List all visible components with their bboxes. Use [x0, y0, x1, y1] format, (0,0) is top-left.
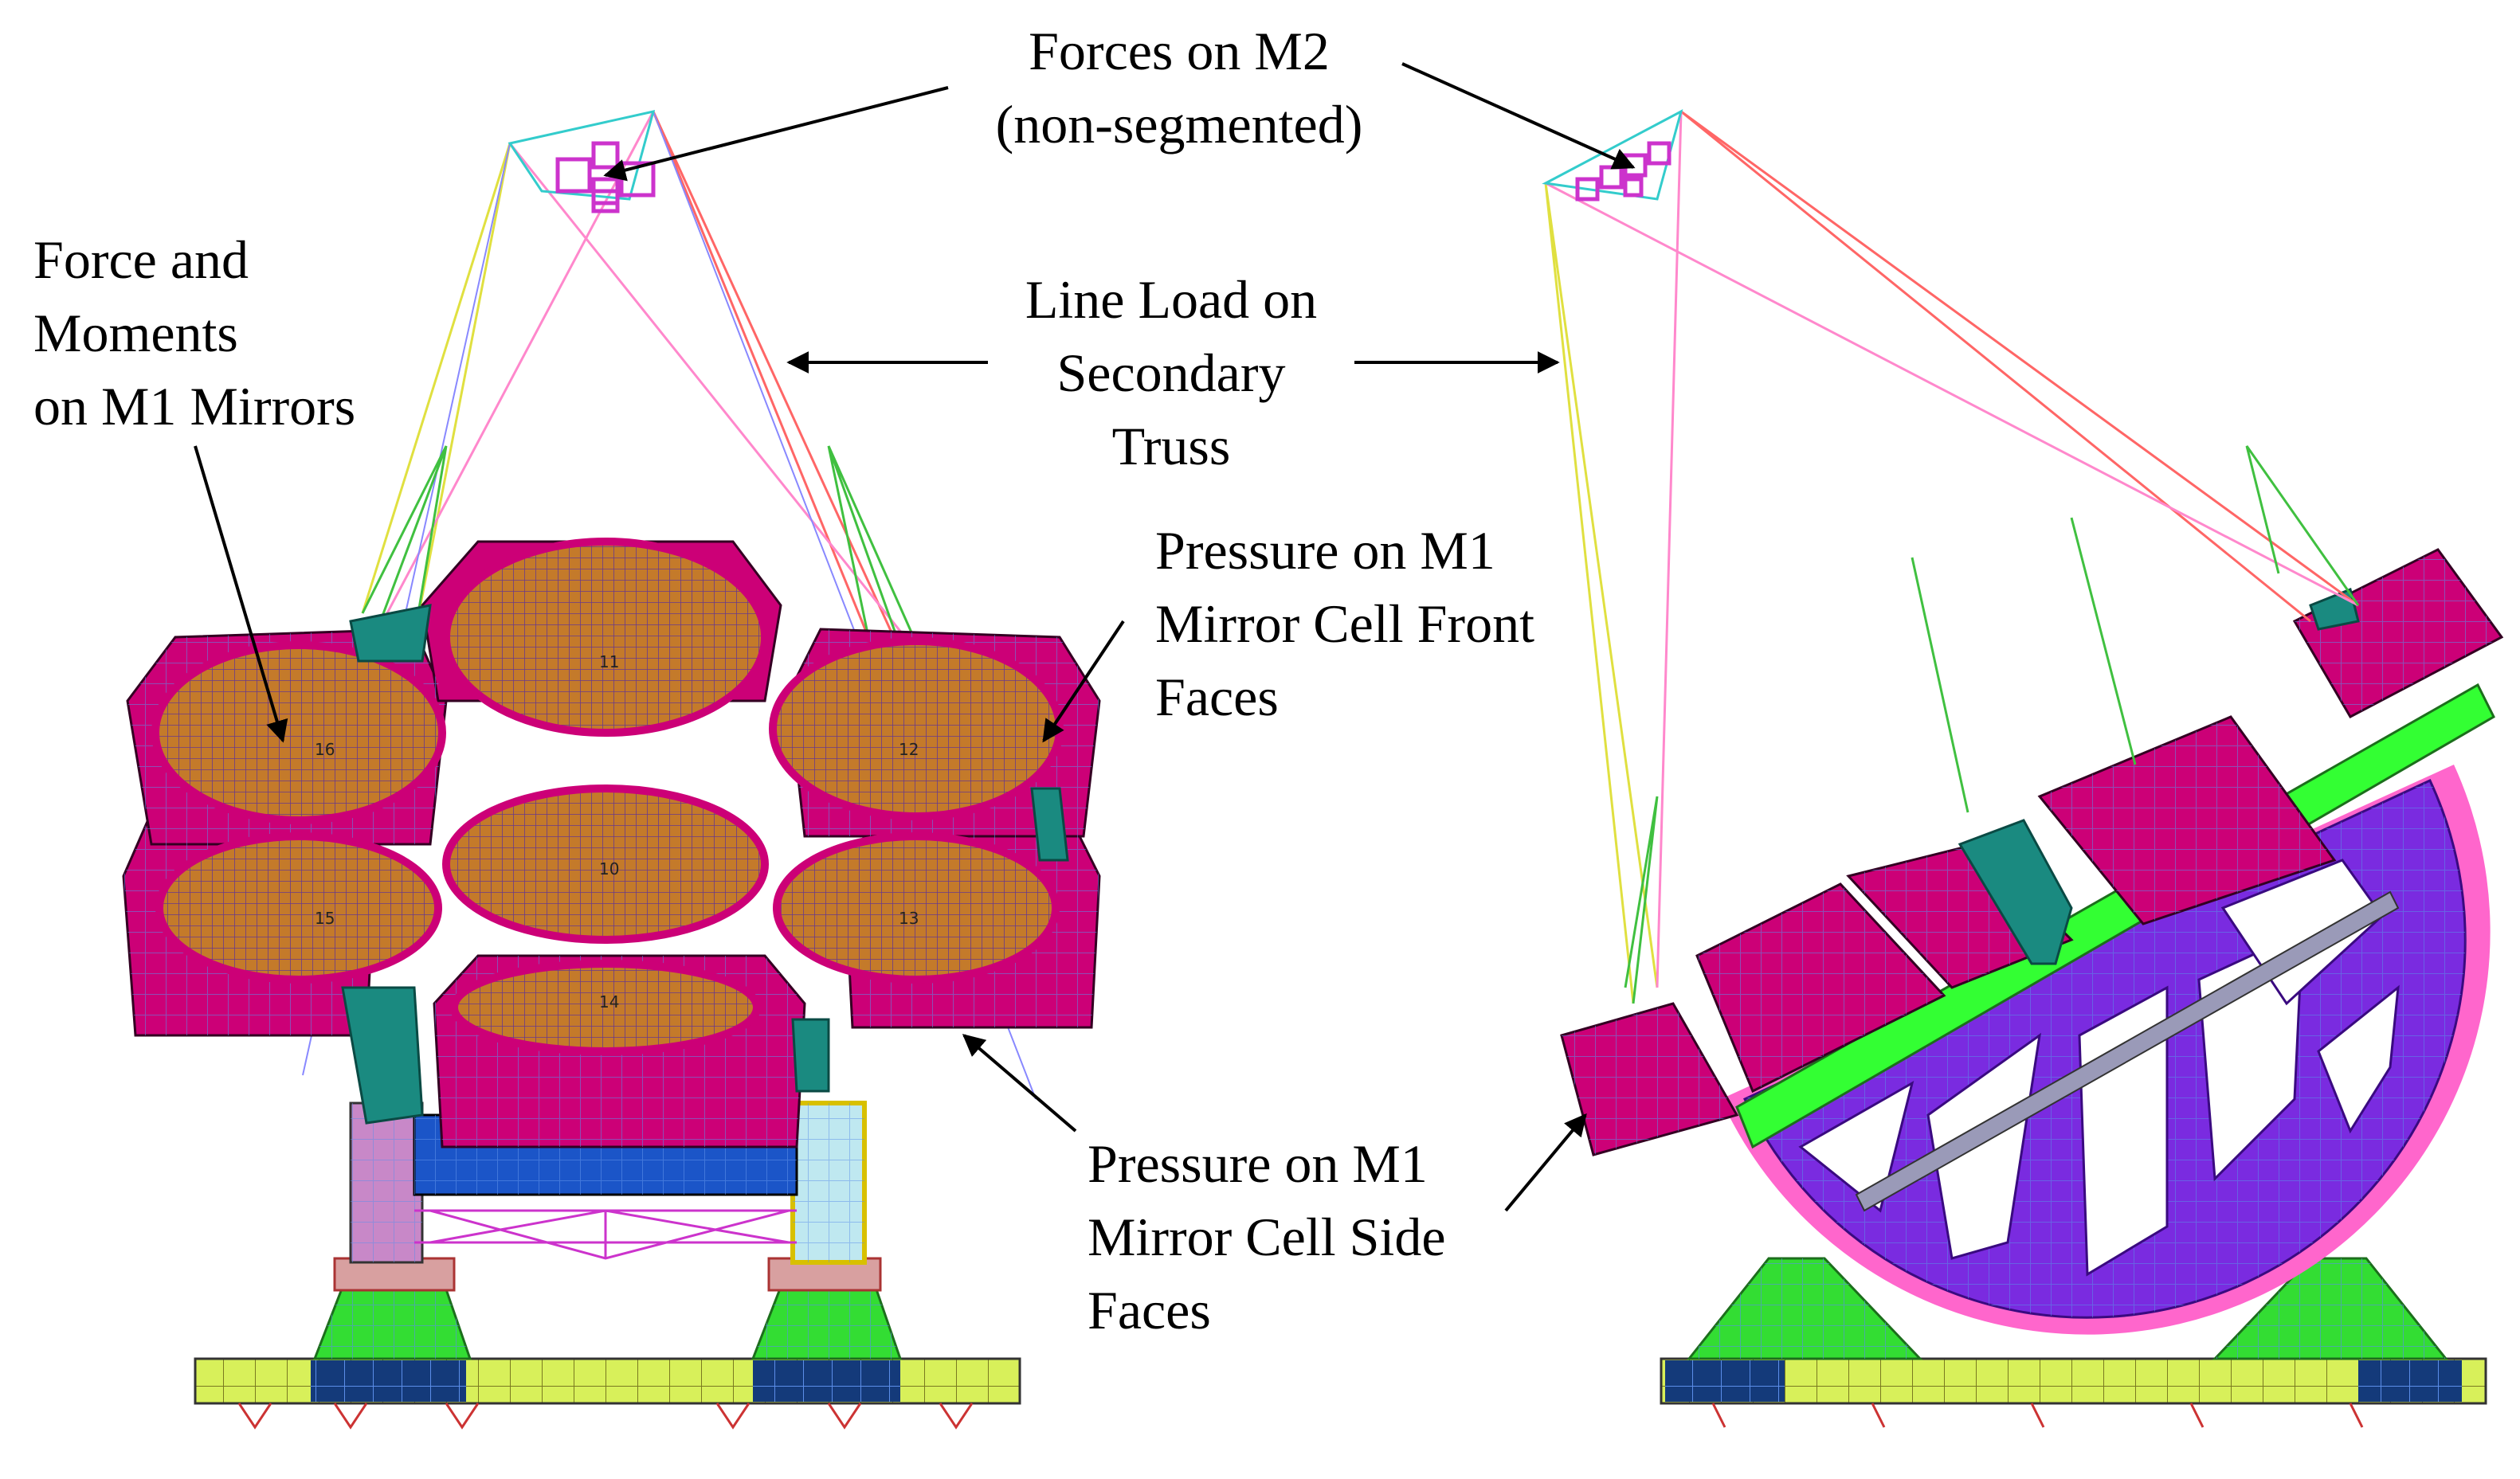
segment-number: 14 — [599, 992, 619, 1011]
label-line: Pressure on M1 — [1088, 1133, 1428, 1194]
label-line: Faces — [1088, 1280, 1211, 1340]
segment-number: 13 — [899, 909, 919, 928]
label-line: Pressure on M1 — [1155, 520, 1495, 581]
label-line: Mirror Cell Side — [1088, 1207, 1446, 1267]
right-secondary-truss — [1542, 109, 2360, 1004]
label-line-load: Line Load on Secondary Truss — [988, 263, 1354, 483]
label-line: Moments — [33, 303, 238, 363]
callout-arrows — [194, 62, 1636, 1212]
arrow-side-faces — [962, 1034, 1077, 1133]
label-line: Line Load on — [1025, 269, 1318, 330]
mirror-segment-13 — [773, 832, 1060, 984]
arrow-m2-right — [1401, 62, 1636, 170]
right-base — [1660, 1357, 2487, 1428]
label-force-moments-m1: Force and Moments on M1 Mirrors — [33, 223, 355, 443]
segment-number: 12 — [899, 740, 919, 759]
label-line: Mirror Cell Front — [1155, 593, 1534, 654]
label-line: Faces — [1155, 667, 1279, 727]
label-forces-on-m2: Forces on M2 (non-segmented) — [964, 14, 1394, 161]
mirror-segment-12 — [769, 637, 1064, 820]
label-line: Forces on M2 — [1029, 21, 1330, 81]
label-line: Truss — [1111, 416, 1231, 476]
arrow-front-faces — [1042, 620, 1125, 743]
mirror-segment-15 — [155, 832, 442, 984]
mirror-segment-14 — [450, 960, 761, 1055]
right-m1-array — [1560, 548, 2504, 1156]
left-teal-block-a — [341, 986, 424, 1125]
segment-number: 11 — [599, 652, 619, 671]
left-telescope-model: 11 16 12 10 15 13 14 — [122, 109, 1101, 1430]
segment-number: 10 — [599, 859, 619, 878]
right-telescope-model — [1542, 109, 2504, 1428]
label-line: Secondary — [1056, 342, 1286, 403]
left-base — [194, 1357, 1021, 1430]
label-front-faces: Pressure on M1 Mirror Cell Front Faces — [1155, 514, 1534, 734]
left-m1-array: 11 16 12 10 15 13 14 — [122, 538, 1101, 1148]
label-side-faces: Pressure on M1 Mirror Cell Side Faces — [1088, 1127, 1446, 1347]
arrow-side-faces-right — [1504, 1113, 1587, 1212]
label-line: Force and — [33, 229, 249, 290]
arrow-m2-left — [603, 86, 949, 182]
label-line: on M1 Mirrors — [33, 376, 356, 436]
label-line: (non-segmented) — [995, 94, 1363, 155]
segment-number: 16 — [315, 740, 335, 759]
arrow-m1-mirrors — [194, 445, 288, 743]
mirror-segment-16 — [151, 641, 446, 824]
right-elevation-yoke — [1721, 765, 2491, 1335]
segment-number: 15 — [315, 909, 335, 928]
mirror-segment-10 — [442, 784, 769, 944]
mirror-segment-11 — [442, 538, 769, 737]
